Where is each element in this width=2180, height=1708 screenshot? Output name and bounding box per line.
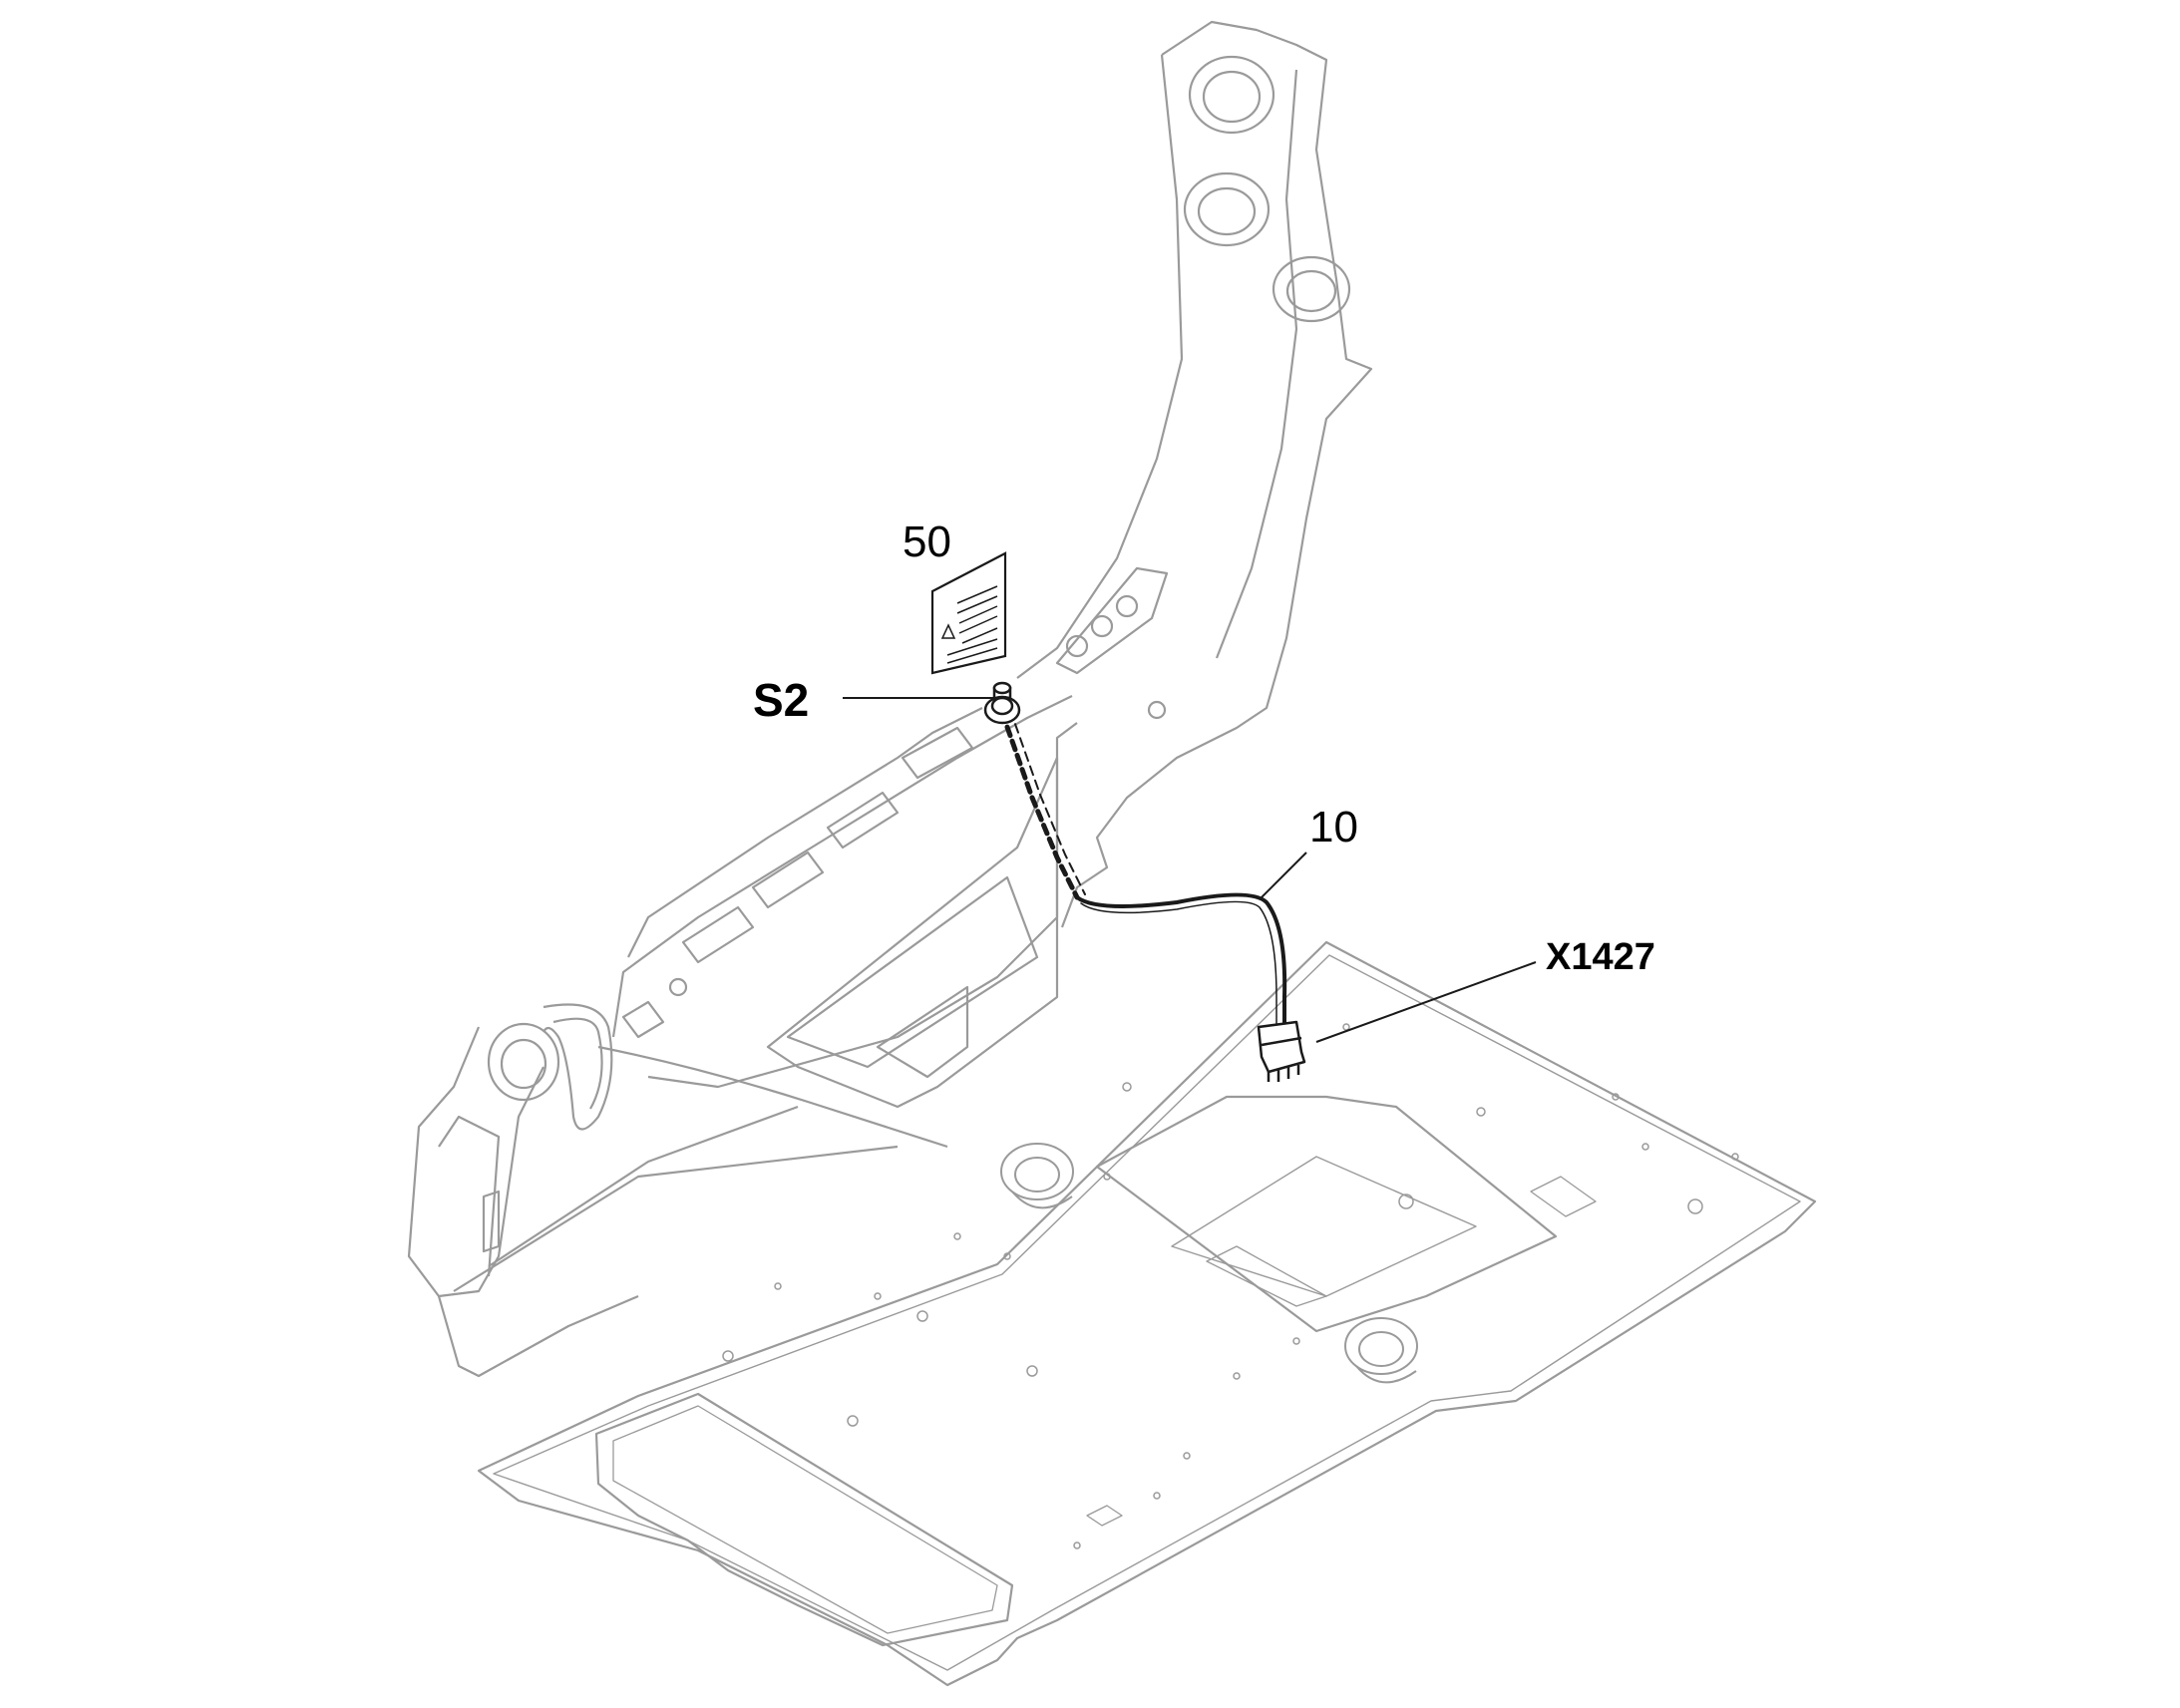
leader-x1427 — [1315, 961, 1537, 1043]
leader-lines — [843, 697, 1537, 1043]
floor-plate — [477, 940, 1817, 1687]
switch-s2 — [983, 681, 1021, 725]
callout-50: 50 — [903, 517, 951, 566]
callout-10: 10 — [1309, 803, 1358, 852]
callout-s2: S2 — [753, 674, 810, 726]
wiring-harness — [999, 709, 1287, 1029]
warning-label-sticker — [930, 551, 1007, 675]
connector-x1427 — [1257, 1020, 1306, 1082]
callout-x1427: X1427 — [1546, 936, 1655, 978]
leader-10 — [1261, 852, 1307, 898]
cab-frame — [407, 20, 1373, 1378]
floor-mounts — [1000, 1143, 1418, 1384]
floor-holes — [722, 1023, 1739, 1549]
